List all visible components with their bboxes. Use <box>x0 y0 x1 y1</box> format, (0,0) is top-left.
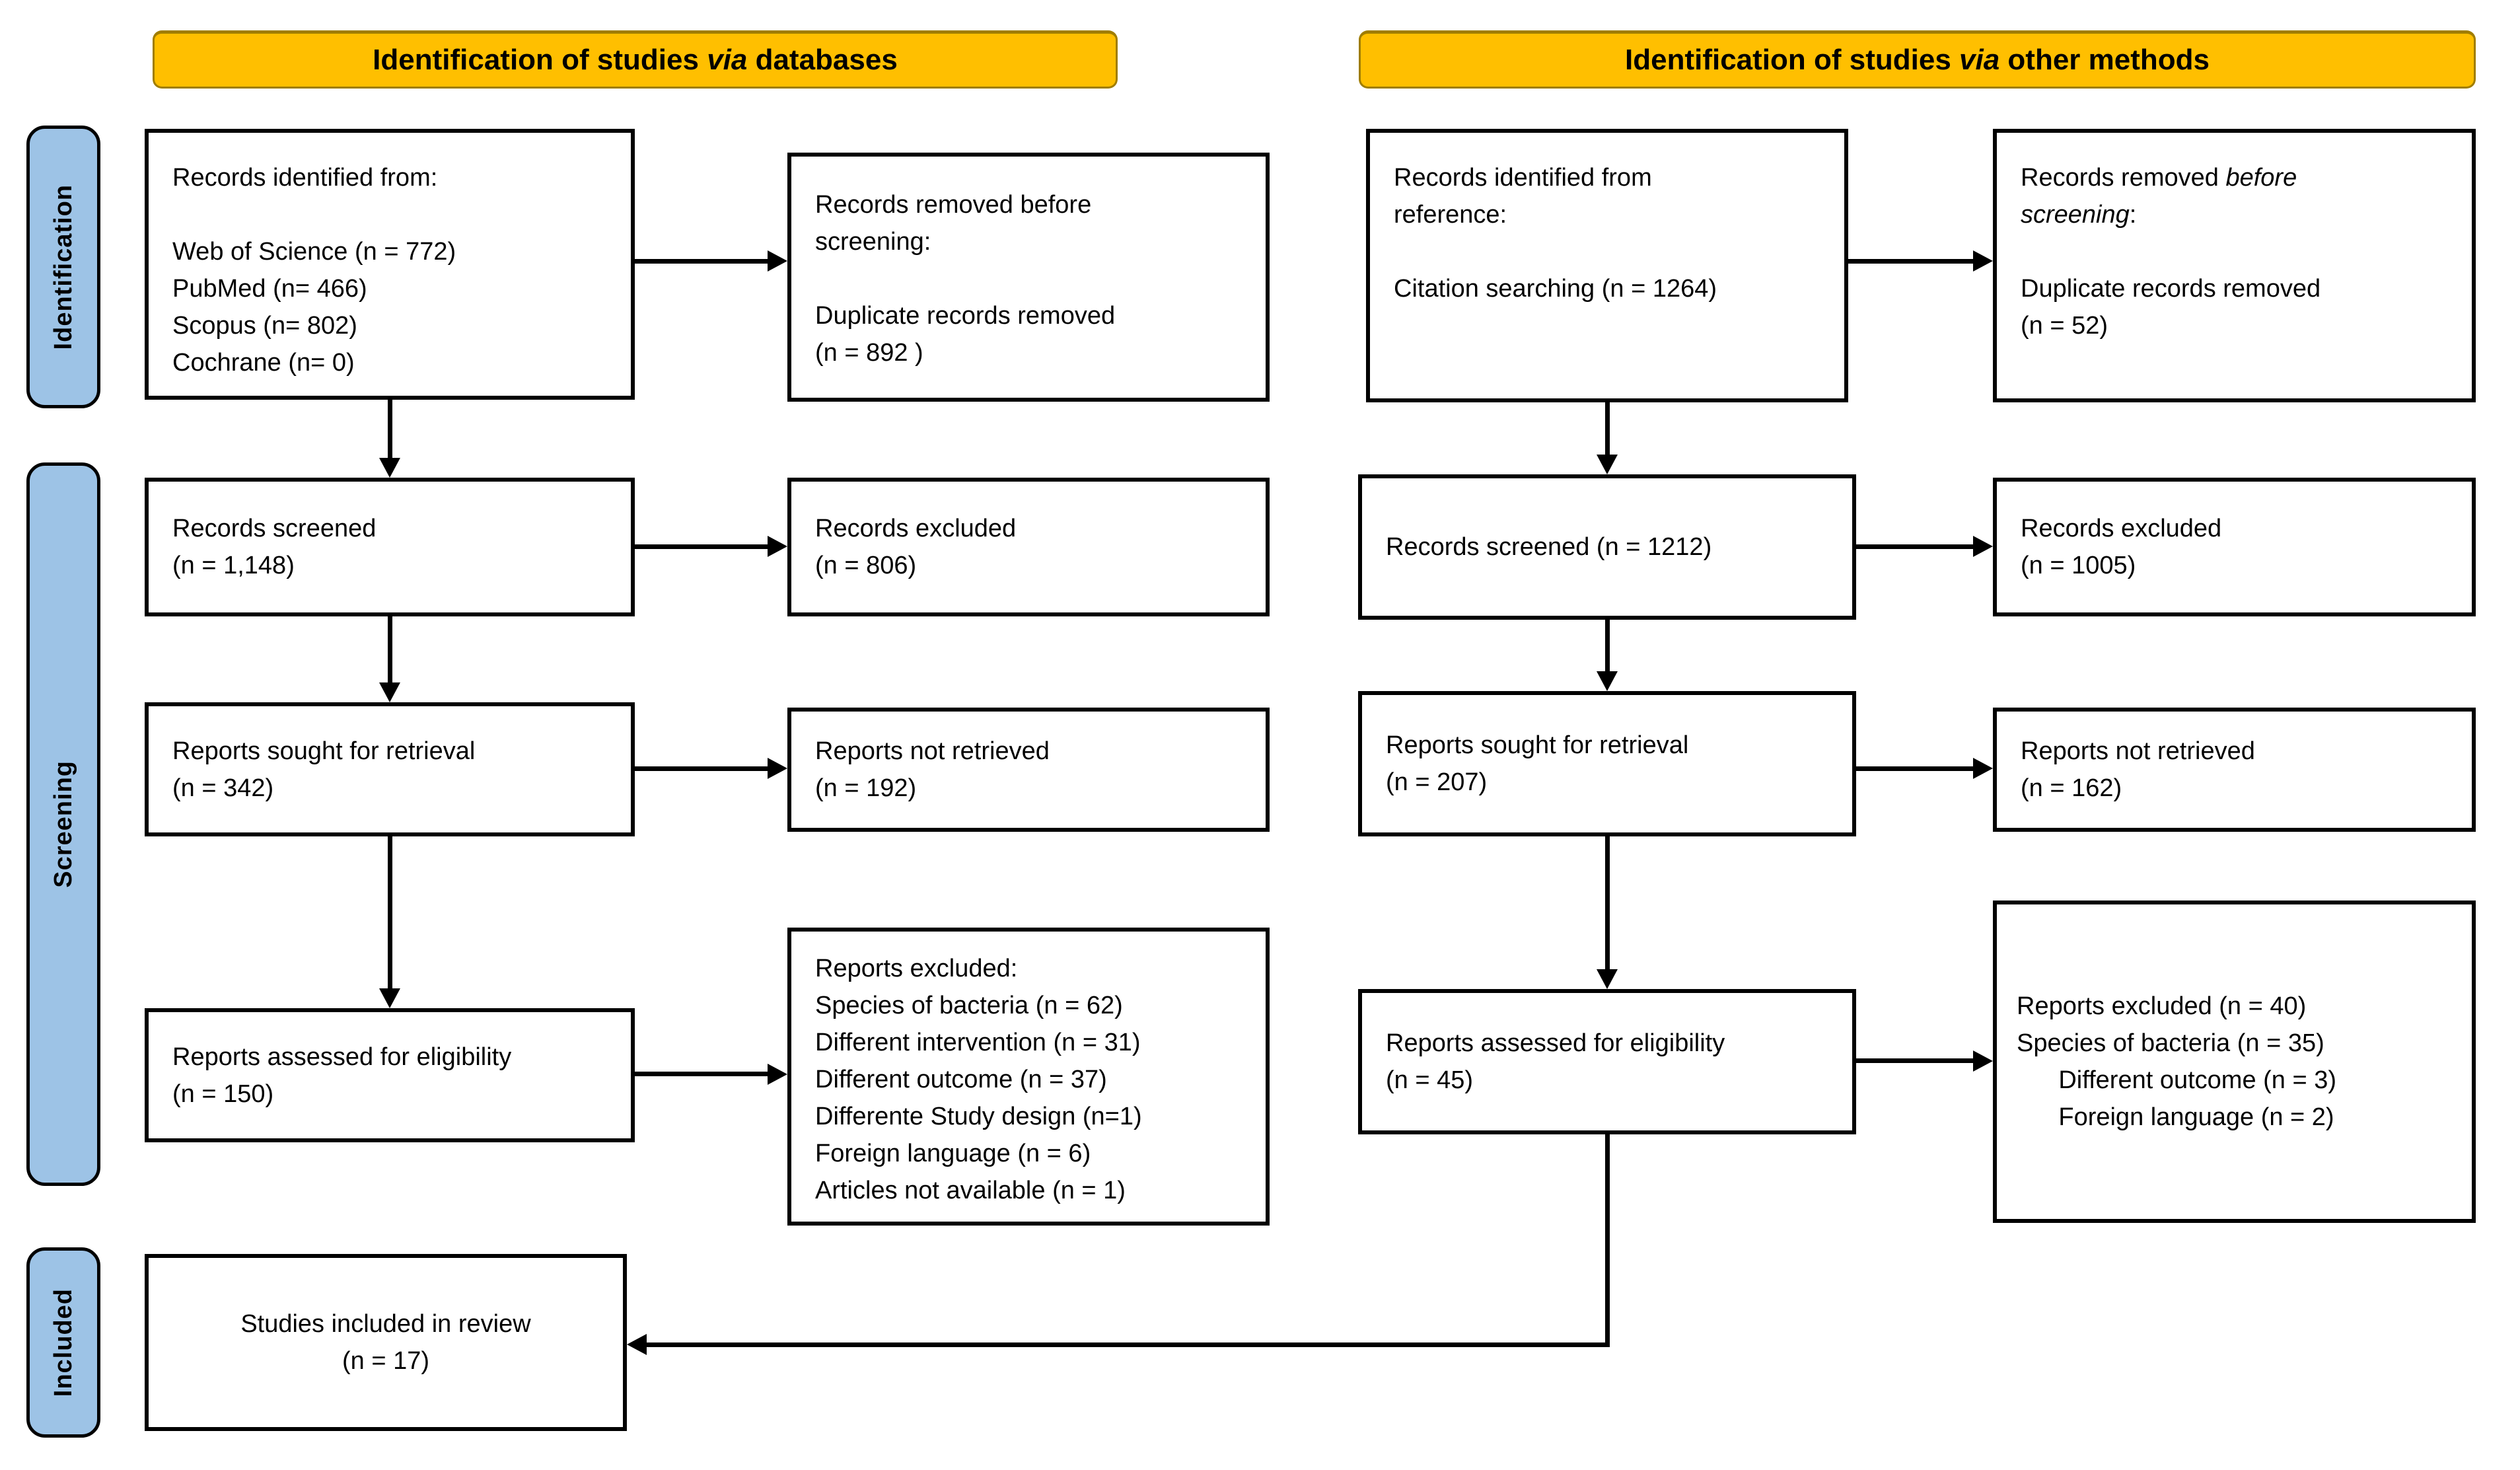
header-other-methods-text-pre: Identification of studies <box>1625 44 1960 76</box>
arrowhead-other-identified-to-removed <box>1973 250 1993 272</box>
box-reports-sought-databases: Reports sought for retrieval (n = 342) <box>145 702 635 836</box>
records-removed-other-italic: before screening <box>2021 164 2297 229</box>
arrow-line-other-screened-to-sought <box>1605 619 1610 673</box>
header-other-methods-text-italic: via <box>1959 44 2000 76</box>
records-removed-other-pre: Records removed <box>2021 164 2226 192</box>
records-removed-other-colon: : <box>2129 201 2137 229</box>
arrow-line-db-identified-to-removed <box>635 259 768 264</box>
header-databases-text-post: databases <box>747 44 898 76</box>
box-records-excluded-other: Records excluded (n = 1005) <box>1993 478 2476 616</box>
arrowhead-to-included <box>627 1334 647 1355</box>
stage-label-identification-text: Identification <box>49 184 77 350</box>
arrow-line-other-assessed-down <box>1605 1134 1610 1347</box>
arrowhead-other-screened-to-sought <box>1597 671 1618 691</box>
box-reports-not-retrieved-other: Reports not retrieved (n = 162) <box>1993 708 2476 832</box>
box-records-screened-other: Records screened (n = 1212) <box>1358 474 1856 620</box>
arrow-line-db-sought-to-not-retrieved <box>635 766 768 771</box>
arrowhead-other-identified-to-screened <box>1597 455 1618 474</box>
arrowhead-db-screened-to-sought <box>379 682 400 702</box>
records-removed-other-body: Duplicate records removed (n = 52) <box>2021 275 2321 340</box>
arrowhead-db-assessed-to-excluded <box>768 1064 787 1085</box>
arrow-line-other-sought-to-assessed <box>1605 836 1610 971</box>
box-reports-assessed-other: Reports assessed for eligibility (n = 45… <box>1358 989 1856 1134</box>
arrow-line-other-assessed-to-excluded <box>1856 1058 1974 1063</box>
arrow-line-db-assessed-to-excluded <box>635 1072 768 1076</box>
box-records-removed-databases: Records removed before screening: Duplic… <box>787 153 1270 402</box>
stage-label-included: Included <box>26 1247 100 1438</box>
arrow-line-other-screened-to-excluded <box>1856 544 1974 549</box>
header-databases: Identification of studies via databases <box>153 30 1118 89</box>
arrow-line-other-identified-to-removed <box>1848 259 1974 264</box>
stage-label-screening-text: Screening <box>49 760 77 888</box>
arrowhead-db-screened-to-excluded <box>768 536 787 557</box>
header-databases-text-italic: via <box>707 44 748 76</box>
header-databases-text-pre: Identification of studies <box>373 44 707 76</box>
arrowhead-db-identified-to-screened <box>379 458 400 478</box>
arrowhead-other-screened-to-excluded <box>1973 536 1993 557</box>
arrowhead-other-sought-to-not-retrieved <box>1973 758 1993 779</box>
box-reports-not-retrieved-databases: Reports not retrieved (n = 192) <box>787 708 1270 832</box>
arrow-line-other-identified-to-screened <box>1605 402 1610 456</box>
arrowhead-db-identified-to-removed <box>768 250 787 272</box>
stage-label-identification: Identification <box>26 126 100 408</box>
arrowhead-db-sought-to-not-retrieved <box>768 758 787 779</box>
arrow-line-db-sought-to-assessed <box>388 836 392 990</box>
arrow-line-other-sought-to-not-retrieved <box>1856 766 1974 771</box>
box-reports-excluded-other: Reports excluded (n = 40) Species of bac… <box>1993 900 2476 1223</box>
arrowhead-other-sought-to-assessed <box>1597 969 1618 989</box>
box-records-identified-databases: Records identified from: Web of Science … <box>145 129 635 400</box>
box-reports-assessed-databases: Reports assessed for eligibility (n = 15… <box>145 1008 635 1142</box>
arrowhead-db-sought-to-assessed <box>379 988 400 1008</box>
arrow-line-to-included <box>647 1342 1610 1347</box>
stage-label-included-text: Included <box>49 1288 77 1397</box>
arrowhead-other-assessed-to-excluded <box>1973 1050 1993 1072</box>
stage-label-screening: Screening <box>26 462 100 1186</box>
box-records-excluded-databases: Records excluded (n = 806) <box>787 478 1270 616</box>
arrow-line-db-screened-to-sought <box>388 616 392 684</box>
arrow-line-db-screened-to-excluded <box>635 544 768 549</box>
box-records-removed-other: Records removed before screening: Duplic… <box>1993 129 2476 402</box>
box-reports-sought-other: Reports sought for retrieval (n = 207) <box>1358 691 1856 836</box>
box-reports-excluded-databases: Reports excluded: Species of bacteria (n… <box>787 928 1270 1226</box>
box-studies-included: Studies included in review (n = 17) <box>145 1254 627 1431</box>
header-other-methods: Identification of studies via other meth… <box>1359 30 2476 89</box>
box-records-screened-databases: Records screened (n = 1,148) <box>145 478 635 616</box>
box-records-identified-other: Records identified from reference: Citat… <box>1366 129 1848 402</box>
arrow-line-db-identified-to-screened <box>388 399 392 460</box>
header-other-methods-text-post: other methods <box>1999 44 2210 76</box>
